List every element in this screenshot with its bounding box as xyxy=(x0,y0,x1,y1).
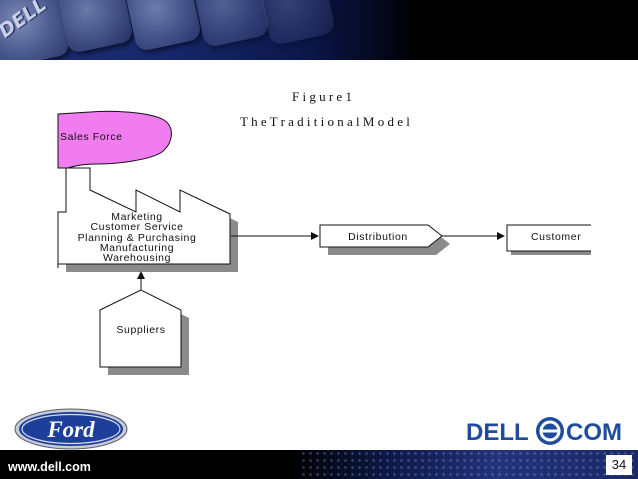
distribution-label: Distribution xyxy=(348,231,408,243)
factory-line-customer-service: Customer Service xyxy=(90,221,183,233)
slide-number: 34 xyxy=(606,455,632,475)
bottom-bar-pattern xyxy=(300,450,638,479)
header-dell-logo: DELL xyxy=(0,0,51,43)
sales-force-cloud xyxy=(57,110,172,169)
figure-subtitle: T h e T r a d i t i o n a l M o d e l xyxy=(240,114,410,129)
customer-label: Customer xyxy=(531,231,581,243)
traditional-model-diagram: F i g u r e 1 T h e T r a d i t i o n a … xyxy=(0,60,638,405)
factory-shape xyxy=(57,167,231,268)
sales-force-label: Sales Force xyxy=(60,131,123,143)
top-banner: DELL xyxy=(0,0,638,60)
dellcom-logo-com: COM xyxy=(566,419,622,446)
factory-line-warehousing: Warehousing xyxy=(103,252,171,264)
factory-line-marketing: Marketing xyxy=(111,211,163,223)
factory-line-planning: Planning & Purchasing xyxy=(78,232,197,244)
dellcom-logo-dell: DELL xyxy=(466,419,529,446)
suppliers-label: Suppliers xyxy=(116,324,165,336)
ford-logo-text: Ford xyxy=(46,417,95,442)
bottom-bar xyxy=(0,450,638,479)
factory-line-manufacturing: Manufacturing xyxy=(100,242,174,254)
figure-title: F i g u r e 1 xyxy=(292,89,352,104)
dellcom-logo: DELL COM xyxy=(466,417,622,446)
distribution-shape xyxy=(319,224,443,248)
diagram-crop-mask xyxy=(591,210,638,270)
website-url[interactable]: www.dell.com xyxy=(8,460,91,474)
ford-logo: Ford xyxy=(14,408,128,450)
diagram-canvas: F i g u r e 1 T h e T r a d i t i o n a … xyxy=(57,89,638,375)
suppliers-shape xyxy=(99,289,182,368)
